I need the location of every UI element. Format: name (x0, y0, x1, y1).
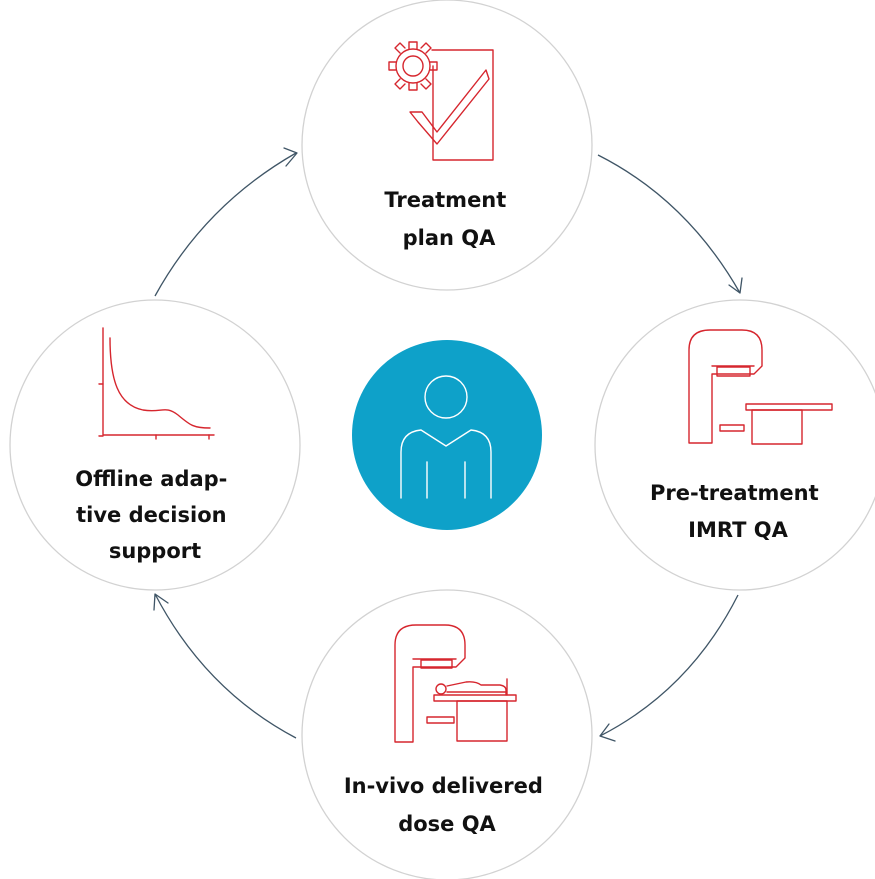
person-icon (400, 375, 492, 499)
arc-plan-to-pretreatment (597, 154, 741, 294)
arrowhead-to-plan (283, 147, 298, 167)
node-circle-in-vivo-delivered-dose-qa (301, 589, 593, 879)
label-line: plan QA (403, 226, 497, 250)
label-line: Pre-treatment (650, 481, 819, 505)
label-line: In-vivo delivered (344, 774, 543, 798)
label-offline-adaptive-decision-support: Offline adap- tive decision support (75, 467, 234, 563)
linac-couch-icon (688, 329, 833, 445)
label-line: support (109, 539, 201, 563)
arrowhead-to-invivo (599, 723, 616, 742)
node-circle-treatment-plan-qa (301, 0, 593, 291)
center-circle (352, 340, 542, 530)
arrowhead-to-pretreatment (728, 277, 743, 294)
arrowhead-to-offline (153, 593, 169, 611)
gear-checklist-icon (388, 41, 494, 161)
label-line: dose QA (398, 812, 496, 836)
arc-invivo-to-offline (154, 593, 297, 739)
arc-offline-to-plan (154, 152, 297, 297)
label-line: IMRT QA (688, 518, 788, 542)
linac-patient-icon (394, 624, 517, 743)
label-treatment-plan-qa: Treatment plan QA (384, 188, 513, 250)
label-in-vivo-delivered-dose-qa: In-vivo delivered dose QA (344, 774, 550, 836)
arc-pretreatment-to-invivo (599, 594, 739, 737)
node-circle-offline-adaptive-decision-support (9, 299, 301, 591)
label-line: Treatment (384, 188, 506, 212)
label-line: tive decision (76, 503, 226, 527)
label-pre-treatment-imrt-qa: Pre-treatment IMRT QA (650, 481, 826, 542)
dose-curve-chart-icon (98, 327, 215, 440)
node-circle-pre-treatment-imrt-qa (594, 299, 875, 591)
label-line: Offline adap- (75, 467, 227, 491)
